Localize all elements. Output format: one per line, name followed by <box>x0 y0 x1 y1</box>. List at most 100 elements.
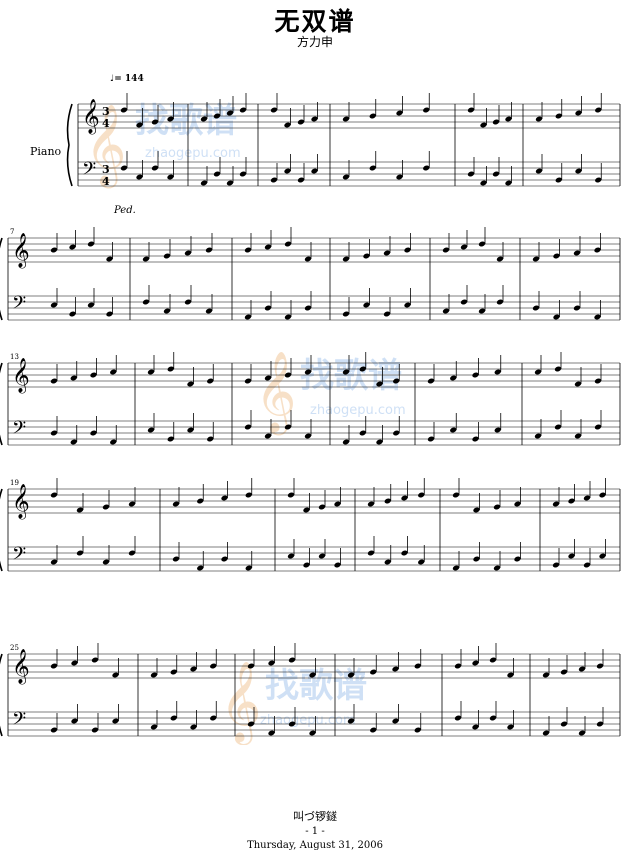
note-head <box>532 305 540 311</box>
note-head <box>404 247 411 253</box>
note-head <box>454 663 462 669</box>
note-head <box>494 427 501 433</box>
note-head <box>599 553 606 559</box>
note-head <box>596 721 604 727</box>
note-head <box>106 256 113 262</box>
note-head <box>489 715 497 721</box>
note-head <box>442 247 450 253</box>
note-head <box>297 119 305 125</box>
note-head <box>311 168 318 174</box>
note-head <box>535 168 543 174</box>
note-head <box>404 302 411 308</box>
pedal-marking: Ped. <box>114 205 136 216</box>
note-head <box>91 657 99 663</box>
note-head <box>284 168 291 174</box>
note-head <box>190 666 197 672</box>
note-head <box>172 501 180 507</box>
note-head <box>288 657 296 663</box>
note-head <box>363 253 370 259</box>
note-head <box>414 727 421 733</box>
note-head <box>492 119 500 125</box>
note-head <box>244 424 252 430</box>
note-head <box>478 241 486 247</box>
note-head <box>151 119 159 125</box>
note-head <box>71 718 78 724</box>
note-head <box>514 556 521 562</box>
system: 𝄞𝄢19 <box>0 478 621 572</box>
note-head <box>553 253 560 259</box>
treble-clef-icon: 𝄞 <box>12 233 30 269</box>
note-head <box>76 507 84 513</box>
note-head <box>163 253 171 259</box>
note-head <box>552 562 560 568</box>
note-head <box>142 256 150 262</box>
note-head <box>342 439 350 445</box>
note-head <box>560 669 568 675</box>
note-head <box>91 727 99 733</box>
system: 𝄞𝄢13 <box>0 352 621 446</box>
note-head <box>205 308 213 314</box>
note-head <box>478 308 486 314</box>
footer-date: Thursday, August 31, 2006 <box>247 840 383 851</box>
note-head <box>573 305 581 311</box>
note-head <box>270 177 278 183</box>
note-head <box>167 116 174 122</box>
note-head <box>184 299 192 305</box>
note-head <box>207 378 214 384</box>
note-head <box>396 174 403 180</box>
note-head <box>50 727 58 733</box>
note-head <box>401 550 408 556</box>
measure-number: 13 <box>10 353 19 361</box>
note-head <box>226 180 234 186</box>
note-head <box>376 439 383 445</box>
measure-number: 7 <box>10 228 14 236</box>
measure-number: 19 <box>10 479 19 487</box>
note-head <box>247 721 255 727</box>
note-head <box>342 369 350 375</box>
note-head <box>151 165 159 171</box>
note-head <box>578 730 586 736</box>
note-head <box>110 369 117 375</box>
note-head <box>264 433 272 439</box>
note-head <box>50 492 58 498</box>
note-head <box>595 177 602 183</box>
note-head <box>427 436 435 442</box>
page-number: - 1 - <box>305 826 325 837</box>
note-head <box>467 171 475 177</box>
note-head <box>542 730 550 736</box>
note-head <box>342 256 350 262</box>
note-head <box>555 177 562 183</box>
note-head <box>150 724 158 730</box>
note-head <box>50 663 58 669</box>
note-head <box>244 247 252 253</box>
note-head <box>184 250 192 256</box>
note-head <box>578 666 586 672</box>
note-head <box>384 559 391 565</box>
page-title: 无双谱 <box>274 7 356 36</box>
note-head <box>423 165 430 171</box>
note-head <box>472 436 479 442</box>
note-head <box>297 177 305 183</box>
note-head <box>70 439 77 445</box>
note-head <box>384 498 391 504</box>
note-head <box>87 302 95 308</box>
note-head <box>205 247 213 253</box>
note-head <box>197 498 204 504</box>
note-head <box>363 302 370 308</box>
note-head <box>347 718 355 724</box>
note-head <box>376 381 383 387</box>
note-head <box>50 302 58 308</box>
note-head <box>383 311 391 317</box>
note-head <box>136 174 143 180</box>
note-head <box>423 107 430 113</box>
note-head <box>170 715 177 721</box>
note-head <box>396 110 403 116</box>
note-head <box>106 311 113 317</box>
time-signature: 4 <box>102 117 110 130</box>
note-head <box>200 116 208 122</box>
note-head <box>427 378 435 384</box>
note-head <box>221 495 228 501</box>
note-head <box>452 492 460 498</box>
